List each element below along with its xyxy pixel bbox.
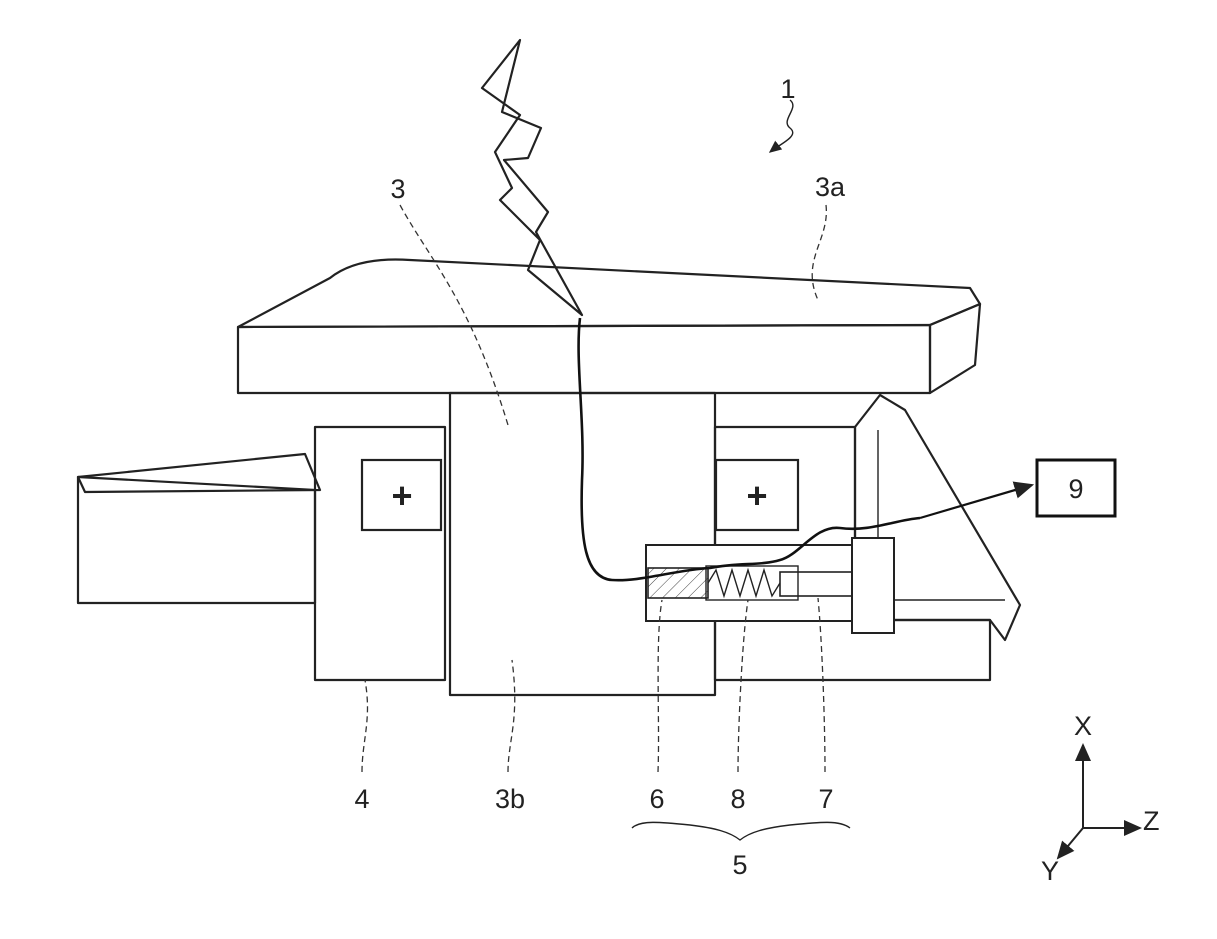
label-8: 8: [730, 784, 745, 814]
lightning-bolt-icon: [482, 40, 582, 315]
leader-7: [818, 598, 825, 772]
leader-3a: [812, 205, 826, 300]
leader-6: [658, 600, 662, 772]
label-1: 1: [780, 74, 795, 104]
right-housing-inner: [878, 430, 1005, 600]
axis-label-x: X: [1074, 711, 1092, 741]
label-3a: 3a: [815, 172, 846, 202]
component-7-holder: [852, 538, 894, 633]
leader-8: [738, 600, 748, 772]
label-6: 6: [649, 784, 664, 814]
left-rail-surface: [78, 454, 320, 492]
top-plate-surface: [238, 260, 980, 327]
magnet-symbol-left: +: [391, 475, 412, 516]
component-7-rod: [780, 572, 855, 596]
axis-label-z: Z: [1143, 806, 1160, 836]
signal-wire-arrow: [920, 485, 1032, 518]
leader-4: [362, 680, 367, 772]
label-9: 9: [1068, 474, 1083, 504]
brace-5: [632, 822, 850, 840]
top-plate-bevel: [930, 304, 980, 393]
label-7: 7: [818, 784, 833, 814]
axis-label-y: Y: [1041, 856, 1059, 886]
coordinate-axes: X Z Y: [1041, 711, 1160, 886]
label-3b: 3b: [495, 784, 525, 814]
label-5: 5: [732, 850, 747, 880]
device-pointer-arrow: [770, 100, 793, 152]
left-rail: [78, 477, 315, 603]
label-3: 3: [390, 174, 405, 204]
top-plate-3a: [238, 325, 930, 393]
leader-3b: [508, 660, 515, 772]
magnet-symbol-right: +: [746, 475, 767, 516]
label-4: 4: [354, 784, 369, 814]
